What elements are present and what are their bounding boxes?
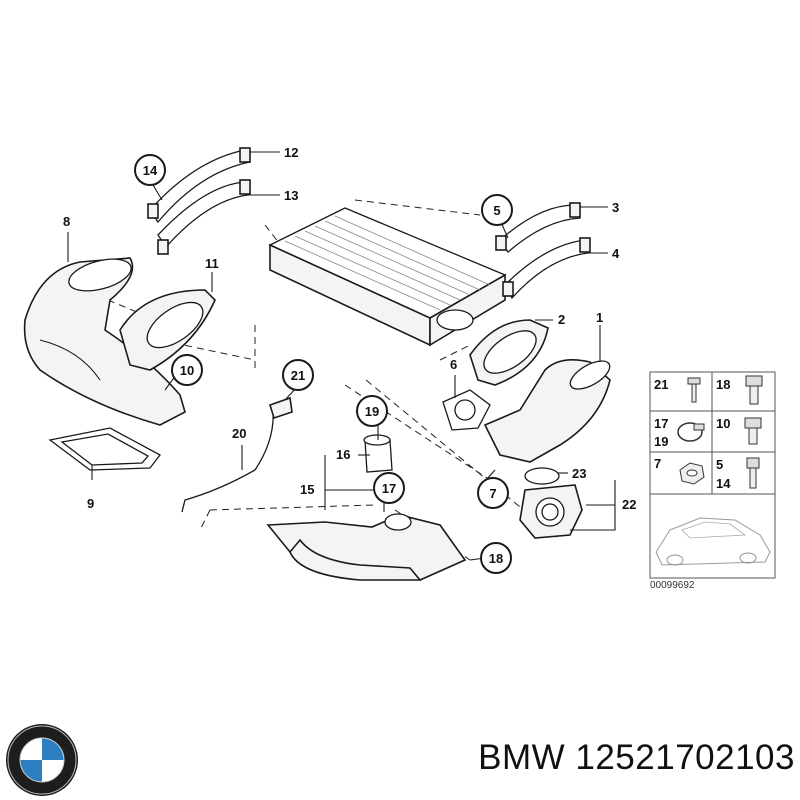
callout-18: 18 [480,542,512,574]
callout-18-text: 18 [489,551,503,566]
bolt-icon [745,375,763,405]
leader-lines [67,151,616,561]
diagram-reference-code: 00099692 [650,580,695,591]
hardware-label-18: 18 [716,377,730,392]
bolt-short-icon [744,417,762,445]
hose-clamp-icon [677,422,705,442]
callout-7: 7 [477,477,509,509]
hardware-label-19: 19 [654,434,668,449]
intake-pipe [266,434,467,581]
callout-10: 10 [171,354,203,386]
hardware-label-7: 7 [654,456,661,471]
gasket-left [48,427,161,471]
callout-17-text: 17 [382,481,396,496]
air-duct [23,257,186,426]
callout-21-text: 21 [291,368,305,383]
callout-10-text: 10 [180,363,194,378]
hardware-label-21: 21 [654,377,668,392]
stud-icon [746,457,760,489]
intake-elbow [483,359,611,463]
label-13: 13 [284,188,298,203]
car-silhouette-icon [655,517,771,566]
callout-17: 17 [373,472,405,504]
screw-icon [687,377,701,403]
nut-icon [679,462,705,485]
label-6: 6 [450,357,457,372]
gasket-right [442,389,491,431]
hardware-label-14: 14 [716,476,731,491]
label-20: 20 [232,426,246,441]
callout-14-text: 14 [143,163,158,178]
label-2: 2 [558,312,565,327]
rubber-sleeve [119,289,216,371]
label-22: 22 [622,497,636,512]
label-23: 23 [572,466,586,481]
callout-19: 19 [356,395,388,427]
hardware-label-10: 10 [716,416,730,431]
part-number-title: BMW 12521702103 [478,738,795,777]
label-9: 9 [87,496,94,511]
hardware-label-5: 5 [716,457,723,472]
callout-19-text: 19 [365,404,379,419]
label-4: 4 [612,246,620,261]
vent-hose [181,396,293,513]
label-3: 3 [612,200,619,215]
callout-14: 14 [134,154,166,186]
callout-7-text: 7 [489,486,496,501]
label-16: 16 [336,447,350,462]
label-11: 11 [205,256,219,271]
label-8: 8 [63,214,70,229]
label-15: 15 [300,482,314,497]
rubber-sleeve-right [469,319,549,386]
bmw-roundel-icon [6,724,78,796]
hardware-label-17: 17 [654,416,668,431]
callout-5: 5 [481,194,513,226]
intercooler [268,207,507,347]
hardware-grid: 21 18 17 19 10 7 5 14 [649,371,776,591]
label-12: 12 [284,145,298,160]
throttle-body [519,467,583,539]
callout-21: 21 [282,359,314,391]
label-1: 1 [596,310,603,325]
callout-5-text: 5 [493,203,500,218]
part-labels: 12 13 3 4 8 11 2 1 6 20 16 15 23 22 9 [63,145,636,512]
hose-clamp-set-right [495,202,591,300]
